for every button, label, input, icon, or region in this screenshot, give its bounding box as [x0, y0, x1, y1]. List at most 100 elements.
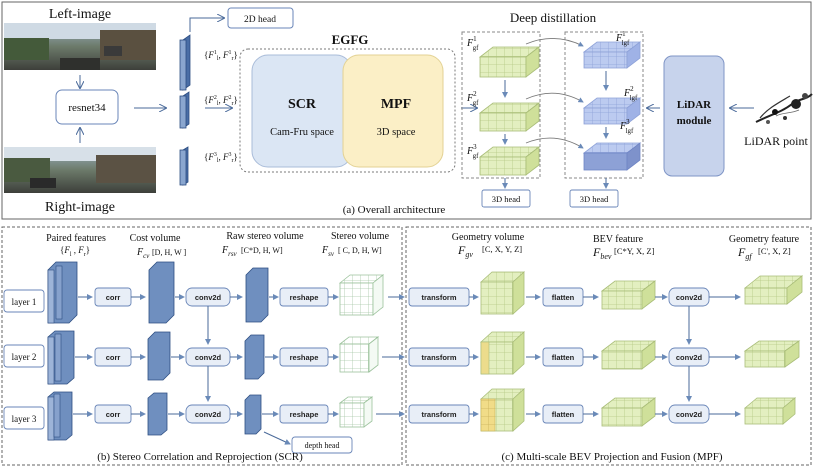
corr-label-3: corr [106, 410, 121, 419]
raw-stereo-volume-3 [244, 394, 262, 435]
egfg-frame [239, 48, 456, 173]
mpf-subtitle: 3D space [377, 127, 416, 138]
bev-feature-1 [600, 280, 657, 310]
geometry-volume-3 [479, 388, 526, 432]
right-image-label: Right-image [45, 200, 115, 215]
mpf-panel-caption: (c) Multi-scale BEV Projection and Fusio… [502, 451, 723, 463]
cost-volume-3 [147, 392, 168, 436]
mpf-panel-frame [405, 226, 812, 466]
teacher-feature-frame [564, 31, 644, 179]
to-depth-head-arrow [263, 431, 291, 445]
student-feature-frame [461, 31, 541, 179]
scr-layer-3-row: layer 3 [3, 406, 45, 430]
raw-stereo-volume-header: Raw stereo volume [226, 231, 304, 242]
lidar-module [663, 55, 725, 177]
3d-head-box-student [481, 189, 531, 208]
cost-volume-1 [148, 261, 175, 324]
feature-to-2d-head-arrow [189, 18, 224, 32]
left-image [4, 23, 156, 70]
cost-volume-2 [147, 331, 171, 381]
conv2d-label-mpf-1: conv2d [676, 293, 703, 302]
geometry-volume-symbol: Fgv [457, 243, 473, 259]
geometry-volume-1 [479, 271, 526, 315]
scr-subtitle: Cam-Fru space [270, 127, 334, 138]
layer-3-box [3, 406, 45, 430]
bev-feature-3 [600, 397, 657, 427]
lidar-point-cloud [755, 93, 813, 124]
transform-label-3: transform [421, 410, 456, 419]
features-label-1: {F1l, F1r} [204, 50, 238, 62]
mpf-module [342, 54, 444, 168]
layer-2-box [3, 344, 45, 368]
left-image-label: Left-image [49, 7, 111, 22]
geometry-feature-3 [743, 397, 797, 425]
reshape-label-2: reshape [290, 353, 319, 362]
geometry-feature-dims: [C', X, Z] [758, 246, 791, 256]
layer-1-box [3, 289, 45, 313]
corr-label-1: corr [106, 293, 121, 302]
stereo-volume-3 [338, 396, 374, 428]
raw-stereo-volume-2 [244, 334, 265, 380]
scr-layer-2-row: layer 2 [3, 344, 45, 368]
bev-feature-symbol: Fbev [592, 245, 612, 261]
geometry-feature-1 [743, 275, 804, 305]
geometry-feature-header: Geometry feature [729, 234, 800, 245]
scr-panel-frame [1, 226, 403, 466]
2d-head-box [227, 7, 294, 29]
layer-3-label: layer 3 [12, 414, 37, 424]
paired-feature-maps [47, 261, 78, 441]
backbone-label: resnet34 [68, 102, 106, 114]
distill-arrow-3 [525, 137, 584, 149]
2d-head-label: 2D head [244, 15, 276, 25]
layer-1-label: layer 1 [12, 297, 37, 307]
student-geometry-features [478, 46, 541, 176]
stereo-volume-2 [338, 336, 380, 373]
lidar-module-label-line2: module [677, 115, 712, 127]
depth-head-label: depth head [305, 441, 340, 450]
lidar-point-label: LiDAR point [744, 134, 808, 148]
stereo-volume-1 [338, 274, 385, 316]
geometry-volume-dims: [C, X, Y, Z] [482, 244, 522, 254]
deep-distillation-title: Deep distillation [510, 10, 597, 25]
cost-volume-symbol: Fcv [136, 247, 150, 260]
flatten-label-3: flatten [552, 410, 575, 419]
depth-head-box [291, 436, 353, 454]
distill-arrow-2 [525, 92, 584, 103]
raw-stereo-volume-dims: [C*D, H, W] [241, 246, 283, 255]
feature-pyramid [179, 34, 191, 186]
layer-2-label: layer 2 [12, 352, 37, 362]
transform-label-1: transform [421, 293, 456, 302]
right-image [4, 147, 156, 193]
stereo-volume-dims: [ C, D, H, W] [338, 246, 382, 255]
scr-layer-1-row: layer 1 [3, 289, 45, 313]
transform-label-2: transform [421, 353, 456, 362]
conv2d-label-scr-2: conv2d [195, 353, 222, 362]
features-label-3: {F3l, F3r} [204, 152, 238, 164]
overall-architecture-caption: (a) Overall architecture [343, 204, 446, 216]
corr-label-2: corr [106, 353, 121, 362]
flatten-label-1: flatten [552, 293, 575, 302]
conv2d-label-scr-3: conv2d [195, 410, 222, 419]
stereo-volume-symbol: Fsv [321, 245, 335, 258]
bev-feature-dims: [C*Y, X, Z] [614, 246, 655, 256]
3d-head-box-teacher [569, 189, 619, 208]
reshape-label-1: reshape [290, 293, 319, 302]
reshape-label-3: reshape [290, 410, 319, 419]
3d-head-label-teacher: 3D head [580, 194, 609, 204]
distill-arrow-1 [525, 38, 584, 47]
geometry-feature-symbol: Fgf [737, 245, 753, 261]
mpf-title: MPF [381, 97, 411, 112]
cost-volume-header: Cost volume [130, 233, 181, 244]
geometry-volume-header: Geometry volume [452, 232, 525, 243]
features-label-2: {F2l, F2r} [204, 95, 238, 107]
lidar-geometry-features [582, 41, 642, 171]
scr-panel-caption: (b) Stereo Correlation and Reprojection … [97, 451, 303, 463]
bev-feature-header: BEV feature [593, 234, 644, 245]
stereo-volume-header: Stereo volume [331, 231, 390, 242]
raw-stereo-volume-symbol: Frsv [221, 245, 238, 258]
